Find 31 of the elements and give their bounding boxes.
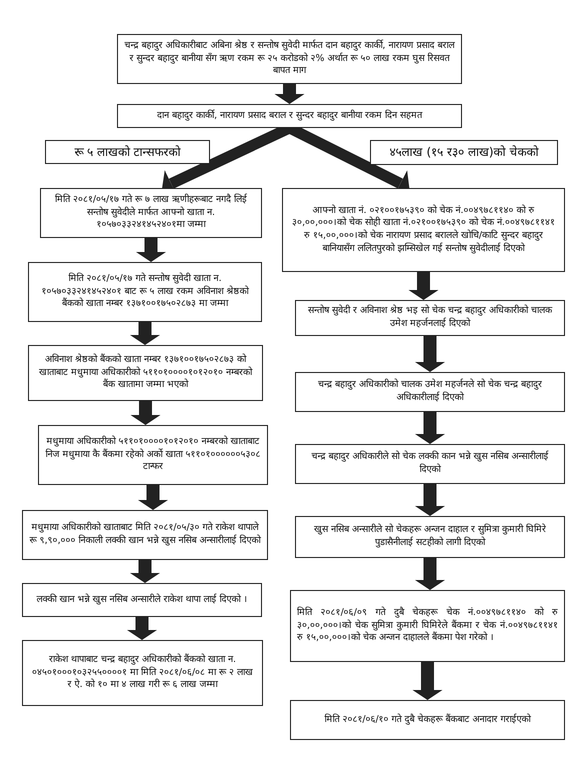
process-box: सन्तोष सुवेदी र अविनाश श्रेष्ठ भइ सो चेक चन्द्र बहादुर अधिकारीको चालक उमेश महर्जनलाई दिएको bbox=[295, 300, 565, 336]
arrow bbox=[408, 272, 438, 300]
process-box: मधुमाया अधिकारीको ५११०१००००१०१२०१० नम्बरको खाताबाट निज मधुमाया कै बैंकमा रहेको अर्को खाता ५११०१००००००५३०८ टान्फर bbox=[38, 425, 268, 485]
process-box: दान बहादुर कार्की, नारायण प्रसाद बराल र सुन्दर बहादुर बानीया रकम दिन सहमत bbox=[117, 104, 462, 128]
arrow bbox=[412, 662, 442, 700]
process-box: मिति २०८१/०५/१७ गते रू ७ लाख ऋणीहरूबाट नगदै लिई सन्तोष सुवेदीले मार्फत आफ्नो खाता न. १०५७०३३२४१४५२४०१मा जम्मा bbox=[40, 188, 262, 238]
process-box: ४५लाख (१५ र३० लाख)को चेकको bbox=[370, 140, 558, 165]
arrow bbox=[415, 484, 445, 516]
arrow bbox=[138, 485, 168, 510]
process-box: चन्द्र बहादुर अधिकारीले सो चेक लक्की कान भन्ने खुस नसिब अन्सारीलाई दिएको bbox=[295, 444, 565, 484]
process-box: चन्द्र बहादुर अधिकारीको चालक उमेश महर्जनले सो चेक चन्द्र बहादुर अधिकारीलाई दिएको bbox=[295, 372, 565, 412]
process-box: मिति २०८१/०६/१० गते दुबै चेकहरू बैंकबाट अनादार गराईएको bbox=[290, 700, 565, 740]
process-box: मिति २०८१/०६/०९ गते दुबै चेकहरू चेक नं.००४९७८११४० को रु ३०,००,०००।को चेक सुमित्रा कुमारी घिमिरेले बैंकमा र चेक नं.००४९७८११४१ रु १५,००,०००।को चेक अन्जन दाहालले बैंकमा पेश गरेको । bbox=[290, 590, 565, 662]
arrow bbox=[127, 617, 157, 640]
arrow bbox=[415, 558, 445, 590]
process-box: राकेश थापाबाट चन्द्र बहादुर अधिकारीको बैंकको खाता न. ०४५०१०००१०३२५५००००१ मा मिति २०८१/०६/०८ मा रू २ लाख र ऐ. को १० मा ४ लाख गरी रू ६ लाख जम्मा bbox=[22, 640, 263, 706]
process-box: आफ्नो खाता नं. ०२१००१७५३९० को चेक नं.००४९७८११४० को रु ३०,००,०००।को चेक सोही खाता नं.०२१००१७५३९० को चेक नं.००४९७८११४१ रु १५,००,०००।को चेक नारायण प्रसाद बरालले खोचि/काटि सुन्दर बहादुर बानियासँग ललितपुरको झम्सिखेल गई सन्तोष सुवेदीलाई दिएको bbox=[282, 188, 565, 272]
arrow bbox=[274, 84, 304, 104]
process-box: मधुमाया अधिकारीको खाताबाट मिति २०८१/०५/३० गते राकेश थापाले रू ९,९०,००० निकाली लक्की खान भन्ने खुस नसिब अन्सारीलाई दिएको bbox=[22, 510, 268, 560]
arrow bbox=[136, 238, 166, 262]
arrow bbox=[130, 560, 160, 583]
process-box: खुस नसिब अन्सारीले सो चेकहरू अन्जन दाहाल र सुमित्रा कुमारी घिमिरे पुडासैनीलाई सटहीको लागी दिएको bbox=[295, 516, 565, 558]
arrow bbox=[130, 322, 160, 345]
process-box: लक्की खान भन्ने खुस नसिब अन्सारीले राकेश थापा लाई दिएको । bbox=[22, 583, 262, 617]
process-box: अविनाश श्रेष्ठको बैंकको खाता नम्बर १३७१००१७५०२८७३ को खाताबाट मधुमाया अधिकारीको ५११०१००००१०१२०१० नम्बरको बैंक खातामा जम्मा भएको bbox=[28, 345, 263, 401]
process-box: चन्द्र बहादुर अधिकारीबाट अबिना श्रेष्ठ र सन्तोष सुवेदी मार्फत दान बहादुर कार्की, नारायण प्रसाद बराल र सुन्दर बहादुर बानीया सँग ऋण रकम रू २५ करोडको २% अर्थात रू ५० लाख रकम घुस रिसवत बापत माग bbox=[117, 34, 462, 84]
process-box: मिति २०८१/०५/१७ गते सन्तोष सुवेदी खाता न. १०५७०३३२४१४५२४०१ बाट रू ५ लाख रकम अविनाश श्रेष्ठको बैंकको खाता नम्बर १३७१००१७५०२८७३ मा जम्मा bbox=[28, 262, 262, 322]
arrow bbox=[415, 412, 445, 444]
process-box: रू ५ लाखको टान्सफरको bbox=[45, 140, 210, 164]
arrow bbox=[130, 401, 160, 425]
arrow bbox=[415, 336, 445, 372]
